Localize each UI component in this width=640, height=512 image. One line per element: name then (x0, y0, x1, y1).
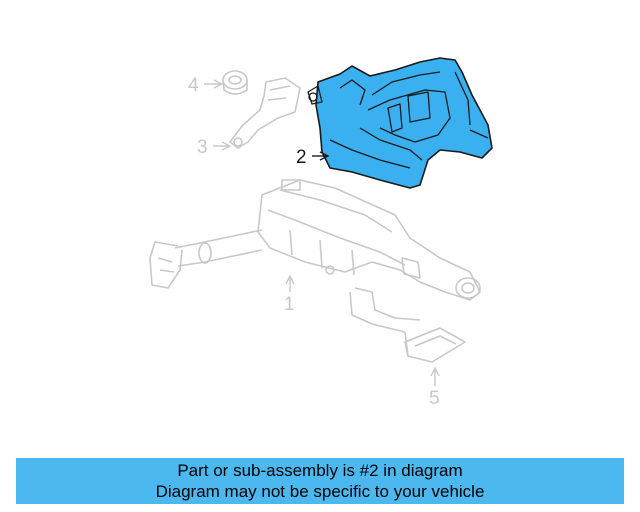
bracket-body[interactable] (315, 57, 493, 189)
callout-1: 1 (284, 294, 295, 315)
parts-diagram: 4 3 2 1 5 (149, 57, 493, 409)
info-banner: Part or sub-assembly is #2 in diagram Di… (16, 458, 624, 504)
tilt-lever (229, 77, 301, 149)
callout-2: 2 (296, 147, 307, 168)
banner-line-disclaimer: Diagram may not be specific to your vehi… (155, 482, 485, 501)
callout-5: 5 (429, 388, 440, 409)
callout-4: 4 (188, 75, 199, 96)
banner-line-part-number: Part or sub-assembly is #2 in diagram (177, 461, 463, 480)
callout-3: 3 (197, 137, 208, 158)
pedal-plate (404, 327, 466, 363)
callout-leaders (204, 79, 440, 386)
highlighted-bracket-part-2[interactable] (307, 57, 493, 189)
grommet (222, 70, 248, 95)
steering-column-assembly (149, 179, 481, 333)
